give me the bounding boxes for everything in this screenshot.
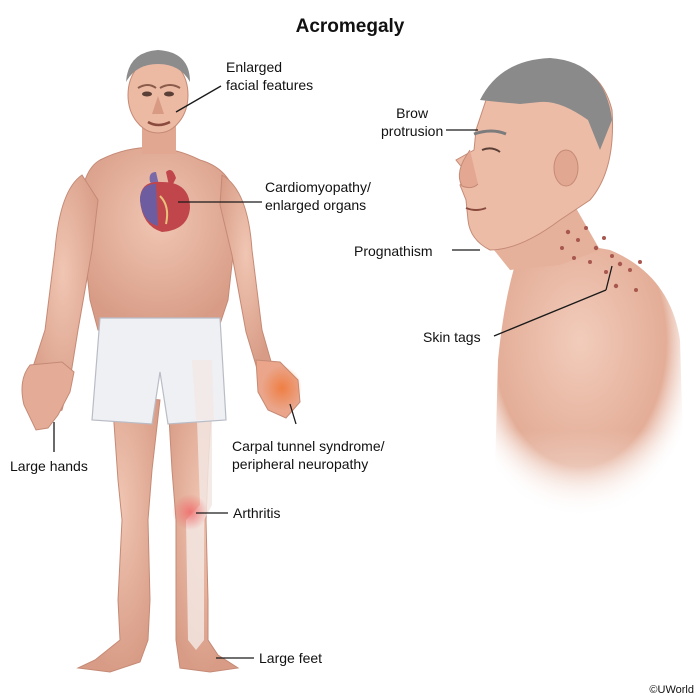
- label-brow-protrusion: Brow protrusion: [381, 105, 444, 139]
- label-prognathism: Prognathism: [354, 243, 433, 259]
- right-eye: [164, 91, 174, 97]
- label-carpal-tunnel: Carpal tunnel syndrome/ peripheral neuro…: [232, 438, 385, 472]
- leader-skin-tags-b: [605, 265, 613, 291]
- label-large-hands: Large hands: [10, 458, 88, 474]
- torso: [79, 147, 239, 331]
- leader-skin-tags: [493, 289, 607, 337]
- profile-figure: [455, 58, 700, 550]
- brow-ridge: [137, 84, 181, 89]
- nose: [152, 96, 164, 114]
- right-arm: [219, 174, 273, 373]
- full-body-figure: [21, 50, 302, 673]
- mouth: [147, 120, 171, 127]
- left-eye: [142, 91, 152, 97]
- left-leg: [76, 394, 161, 673]
- skin-tag-dots: [560, 226, 642, 292]
- shorts-bone-overlay: [192, 360, 214, 420]
- fade-bottom: [470, 430, 700, 550]
- leader-facial: [175, 85, 222, 113]
- knee-joint-highlight: [172, 494, 208, 530]
- profile-hair: [480, 58, 612, 150]
- profile-ear: [553, 149, 579, 187]
- label-arthritis: Arthritis: [233, 505, 281, 521]
- left-hand: [21, 361, 75, 431]
- left-arm: [27, 174, 99, 421]
- label-enlarged-facial-features: Enlarged facial features: [226, 59, 314, 93]
- wrist-nerve-highlight: [262, 366, 302, 410]
- hair: [126, 50, 190, 82]
- profile-nose: [458, 149, 479, 189]
- label-skin-tags: Skin tags: [423, 329, 481, 345]
- profile-eye: [481, 147, 501, 153]
- leader-lines: [53, 85, 613, 659]
- copyright-notice: ©UWorld: [649, 684, 694, 696]
- leader-carpal: [289, 403, 297, 425]
- shorts: [91, 317, 227, 425]
- heart-illustration: [140, 170, 190, 232]
- label-cardiomyopathy: Cardiomyopathy/ enlarged organs: [265, 179, 371, 213]
- diagram-title: Acromegaly: [295, 16, 405, 37]
- profile-mouth: [465, 207, 487, 211]
- label-large-feet: Large feet: [259, 650, 323, 666]
- profile-brow: [473, 129, 507, 136]
